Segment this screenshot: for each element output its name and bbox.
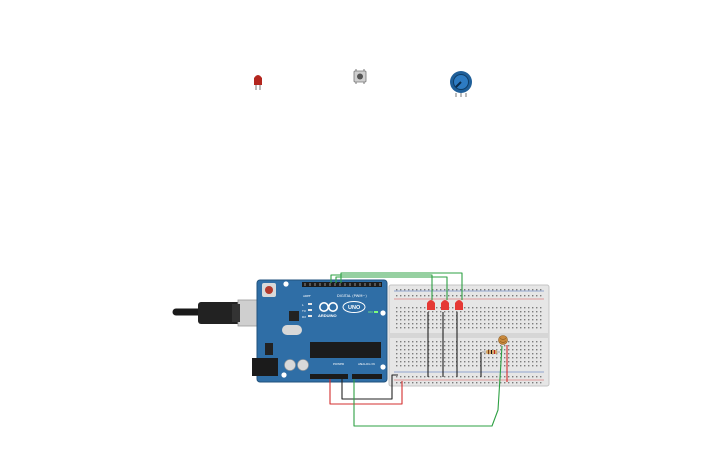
palette-pushbutton[interactable] — [353, 69, 367, 84]
wire-green-pin-c[interactable] — [340, 272, 463, 300]
tx-label: TX — [301, 309, 306, 313]
breadboard-holes[interactable] — [396, 289, 542, 384]
arduino-logo — [318, 301, 366, 313]
arduino-uno-board[interactable]: DIGITAL (PWM~) AREF UNO ARDUINO L TX RX … — [252, 279, 388, 383]
arduino-brand-label: ARDUINO — [318, 313, 337, 318]
wire-black-gnd[interactable] — [341, 374, 398, 400]
wires[interactable] — [329, 272, 508, 427]
reset-button[interactable] — [265, 286, 273, 294]
uno-label: UNO — [348, 305, 361, 311]
led-icon — [254, 75, 262, 85]
breadboard-led-2[interactable] — [441, 300, 449, 310]
breadboard[interactable] — [388, 284, 550, 387]
palette-led[interactable] — [254, 75, 262, 90]
breadboard-led-1[interactable] — [427, 300, 435, 310]
power-header[interactable] — [310, 374, 348, 379]
digital-header[interactable] — [302, 282, 382, 287]
wire-green-analog[interactable] — [353, 345, 503, 427]
wire-green-pin-a[interactable] — [330, 274, 433, 300]
atmega-chip — [310, 342, 381, 358]
palette-potentiometer[interactable] — [450, 71, 472, 97]
rx-label: RX — [302, 315, 306, 319]
l-label: L — [302, 303, 304, 307]
on-label: ON — [368, 310, 373, 314]
wire-green-pin-b[interactable] — [335, 276, 448, 300]
aref-label: AREF — [303, 294, 311, 298]
breadboard-led-3[interactable] — [455, 300, 463, 310]
power-header-label: POWER — [333, 362, 344, 366]
resistor[interactable] — [482, 350, 500, 354]
analog-header-label: ANALOG IN — [358, 362, 375, 366]
wire-red-5v[interactable] — [329, 379, 403, 405]
analog-header[interactable] — [352, 374, 382, 379]
power-jack[interactable] — [252, 358, 278, 376]
digital-header-label: DIGITAL (PWM~) — [337, 294, 367, 298]
photoresistor[interactable] — [498, 335, 508, 345]
pushbutton-icon — [357, 73, 363, 80]
